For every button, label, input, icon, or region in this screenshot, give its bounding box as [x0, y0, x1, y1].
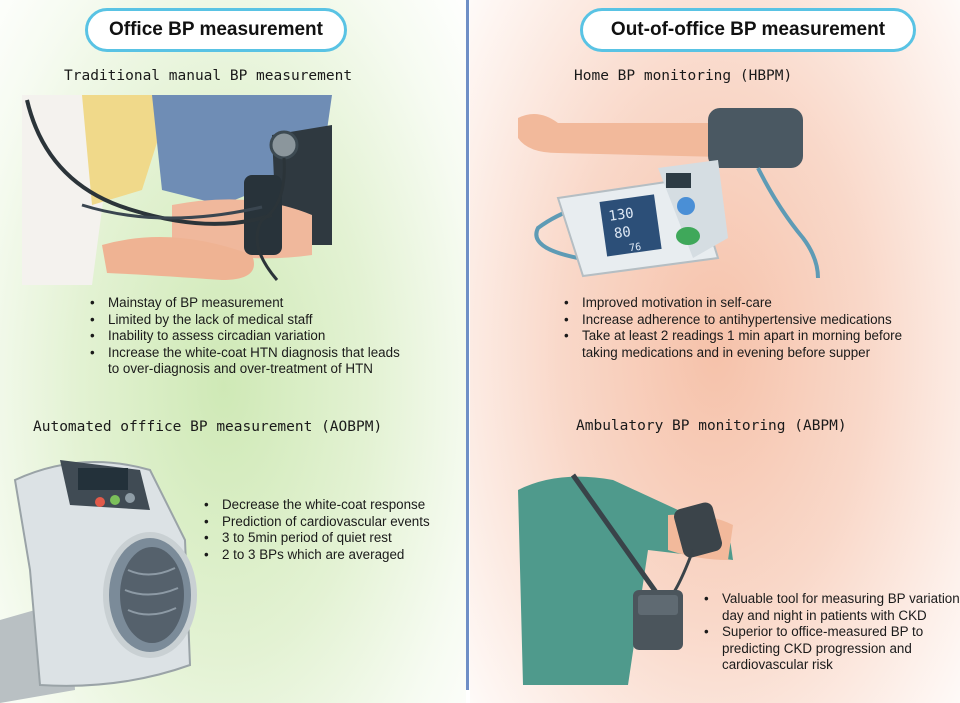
bullet-item: 3 to 5min period of quiet rest — [204, 530, 430, 547]
bullet-continuation: to over-diagnosis and over-treatment of … — [108, 361, 373, 376]
abpm-device-illustration — [518, 473, 733, 685]
bullet-continuation: cardiovascular risk — [722, 657, 833, 672]
bullet-item: Increase the white-coat HTN diagnosis th… — [90, 345, 400, 362]
aobpm-bullets: Decrease the white-coat response Predict… — [200, 497, 430, 563]
abpm-bullets: Valuable tool for measuring BP variation… — [700, 591, 960, 674]
hbpm-sys-reading: 130 — [608, 205, 635, 224]
bullet-item: Increase adherence to antihypertensive m… — [564, 312, 902, 329]
out-of-office-bp-header: Out-of-office BP measurement — [580, 8, 916, 52]
aobpm-device-illustration — [0, 460, 197, 703]
aobpm-title: Automated offfice BP measurement (AOBPM) — [33, 419, 383, 435]
bullet-item: Decrease the white-coat response — [204, 497, 430, 514]
bullet-item: Mainstay of BP measurement — [90, 295, 400, 312]
bullet-continuation: predicting CKD progression and — [722, 640, 912, 656]
bullet-item: Prediction of cardiovascular events — [204, 514, 430, 531]
office-bp-header: Office BP measurement — [85, 8, 347, 52]
bullet-item: Inability to assess circadian variation — [90, 328, 400, 345]
manual-bp-title: Traditional manual BP measurement — [64, 68, 353, 84]
bullet-item: 2 to 3 BPs which are averaged — [204, 547, 430, 564]
hbpm-dia-reading: 80 — [613, 224, 632, 242]
bullet-continuation: taking medications and in evening before… — [582, 344, 871, 360]
hbpm-title: Home BP monitoring (HBPM) — [574, 68, 793, 84]
manual-bp-illustration — [22, 95, 332, 285]
bullet-continuation: day and night in patients with CKD — [722, 607, 927, 623]
abpm-title: Ambulatory BP monitoring (ABPM) — [576, 418, 847, 434]
hbpm-device-illustration: 130 80 76 — [518, 108, 820, 279]
panel-divider — [466, 0, 469, 690]
hbpm-pulse-reading: 76 — [629, 242, 642, 255]
bullet-item: Improved motivation in self-care — [564, 295, 902, 312]
bullet-item: Valuable tool for measuring BP variation — [704, 591, 960, 608]
bullet-item: Superior to office-measured BP to — [704, 624, 960, 641]
bullet-item: Take at least 2 readings 1 min apart in … — [564, 328, 902, 345]
manual-bp-bullets: Mainstay of BP measurement Limited by th… — [86, 295, 400, 378]
hbpm-bullets: Improved motivation in self-care Increas… — [560, 295, 902, 361]
bullet-item: Limited by the lack of medical staff — [90, 312, 400, 329]
